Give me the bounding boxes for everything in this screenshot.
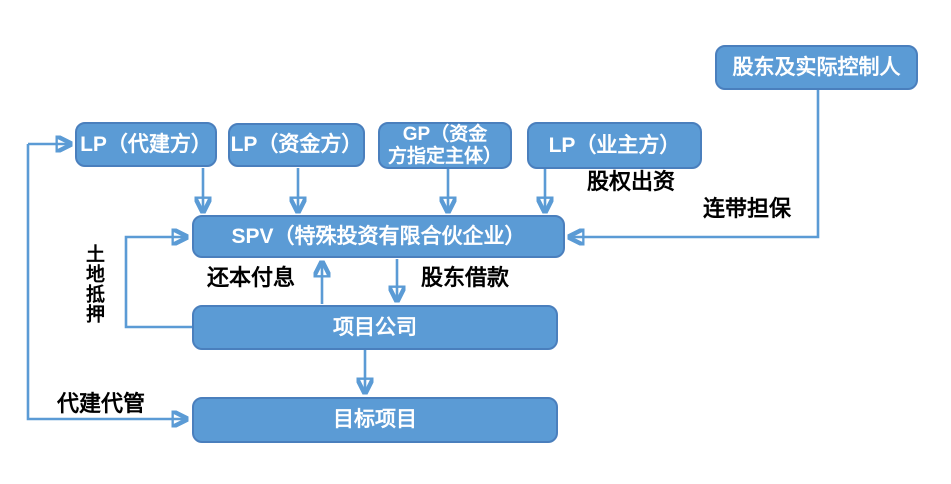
node-shareholder-controller: 股东及实际控制人 [715,45,918,90]
edge-label-land-mortgage: 土地抵押 [82,244,104,324]
node-spv: SPV（特殊投资有限合伙企业） [192,215,565,258]
edge-label-joint-guarantee: 连带担保 [703,196,792,221]
node-project-company: 项目公司 [192,305,558,350]
node-lp-owner: LP（业主方） [527,122,702,169]
edge-label-repay-principal-and-interest: 还本付息 [207,265,296,290]
edge-label-shareholder-loan: 股东借款 [421,265,510,290]
edge-label-equity-contribution: 股权出资 [587,169,676,194]
node-gp-designated-entity: GP（资金 方指定主体） [378,122,512,169]
node-lp-agent-builder: LP（代建方） [75,122,217,167]
node-lp-funder: LP（资金方） [228,123,365,167]
node-target-project: 目标项目 [192,397,558,443]
arrow-shareholder-guarantee-to-spv [570,90,820,237]
edge-label-agency-construction-management: 代建代管 [57,391,146,416]
arrow-left-elbow-to-target-project [26,144,186,419]
arrow-land-mortgage-loop-to-spv [124,237,192,329]
